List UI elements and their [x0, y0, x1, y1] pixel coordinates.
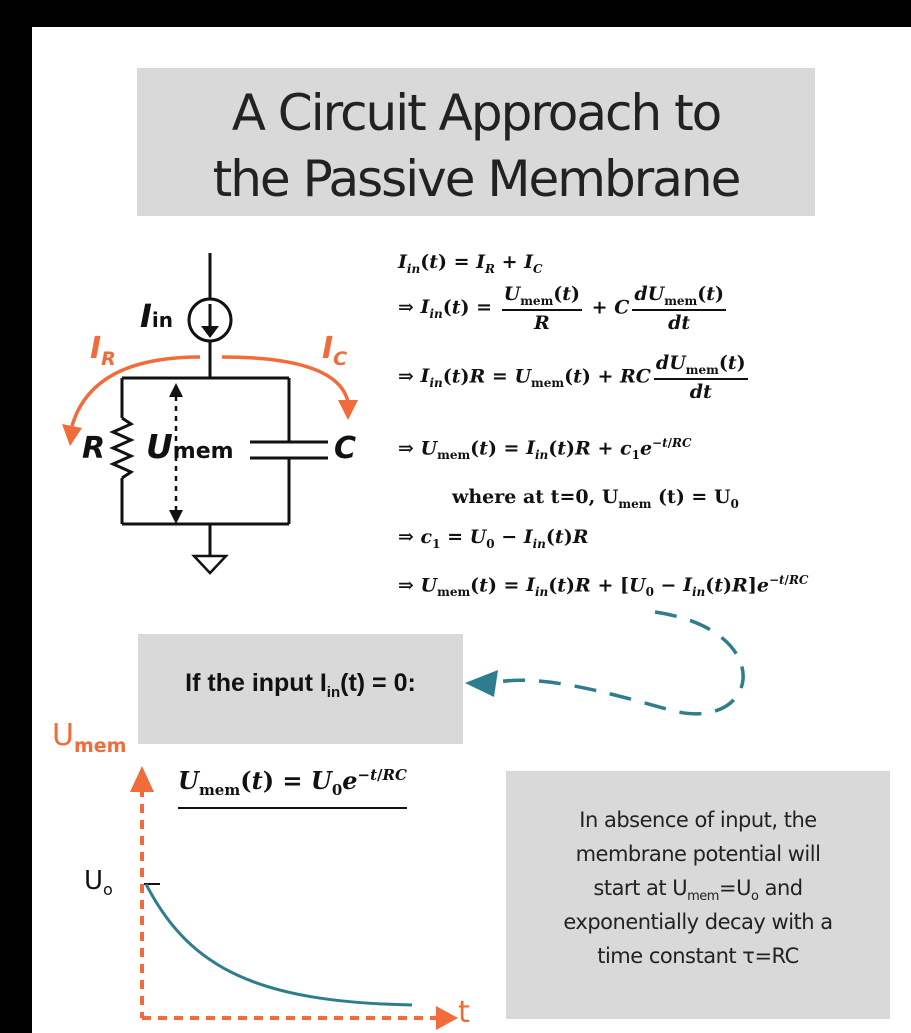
connector-arrowhead — [465, 670, 498, 697]
equation-5: ⇒ c1 = U0 − Iin(t)R — [398, 526, 589, 551]
condition-text: If the input Iin(t) = 0: — [185, 669, 416, 701]
current-r-arrow — [70, 355, 201, 427]
title-box: A Circuit Approach to the Passive Membra… — [137, 68, 815, 216]
current-r-arrowhead — [62, 424, 82, 446]
source-label: Iin — [140, 297, 173, 335]
decay-equation: Umem(t) = U0e−t/RC — [178, 766, 407, 809]
condition-box: If the input Iin(t) = 0: — [138, 634, 463, 744]
current-c-arrowhead — [338, 400, 358, 420]
resistor-label: R — [82, 431, 106, 466]
voltage-arrow-down — [169, 510, 183, 524]
y-axis-label: Umem — [52, 718, 127, 757]
connector-arrow-path — [497, 610, 745, 716]
decay-curve — [144, 883, 413, 1007]
resistor-zigzag — [109, 416, 135, 480]
equation-where: where at t=0, Umem (t) = U0 — [452, 486, 739, 511]
equation-4: ⇒ Umem(t) = Iin(t)R + c1e−t/RC — [398, 436, 692, 463]
title-line-1: A Circuit Approach to — [231, 84, 723, 142]
current-r-label: IR — [90, 331, 116, 370]
current-source-arrow-head — [201, 326, 219, 338]
x-axis-arrowhead — [436, 1006, 458, 1030]
note-line-5: time constant τ=RC — [597, 944, 799, 968]
start-label: Uo — [84, 866, 113, 900]
x-axis-label: t — [458, 995, 470, 1030]
equation-1: Iin(t) = IR + IC — [398, 251, 543, 276]
title-line-2: the Passive Membrane — [212, 150, 742, 208]
note-line-4: exponentially decay with a — [563, 910, 833, 934]
current-c-label: IC — [322, 331, 348, 370]
note-line-1: In absence of input, the — [579, 808, 817, 832]
current-c-arrow — [221, 355, 350, 403]
voltage-arrow-up — [169, 383, 183, 397]
note-box: In absence of input, the membrane potent… — [506, 771, 890, 1019]
ground-symbol — [191, 554, 229, 575]
note-line-2: membrane potential will — [575, 842, 821, 866]
capacitor-label: C — [334, 431, 357, 466]
note-line-3: start at Umem=Uo and — [593, 876, 803, 905]
y-axis-arrowhead — [130, 766, 154, 792]
voltage-label: Umem — [146, 427, 234, 466]
equation-6: ⇒ Umem(t) = Iin(t)R + [U0 − Iin(t)R]e−t/… — [398, 573, 809, 600]
